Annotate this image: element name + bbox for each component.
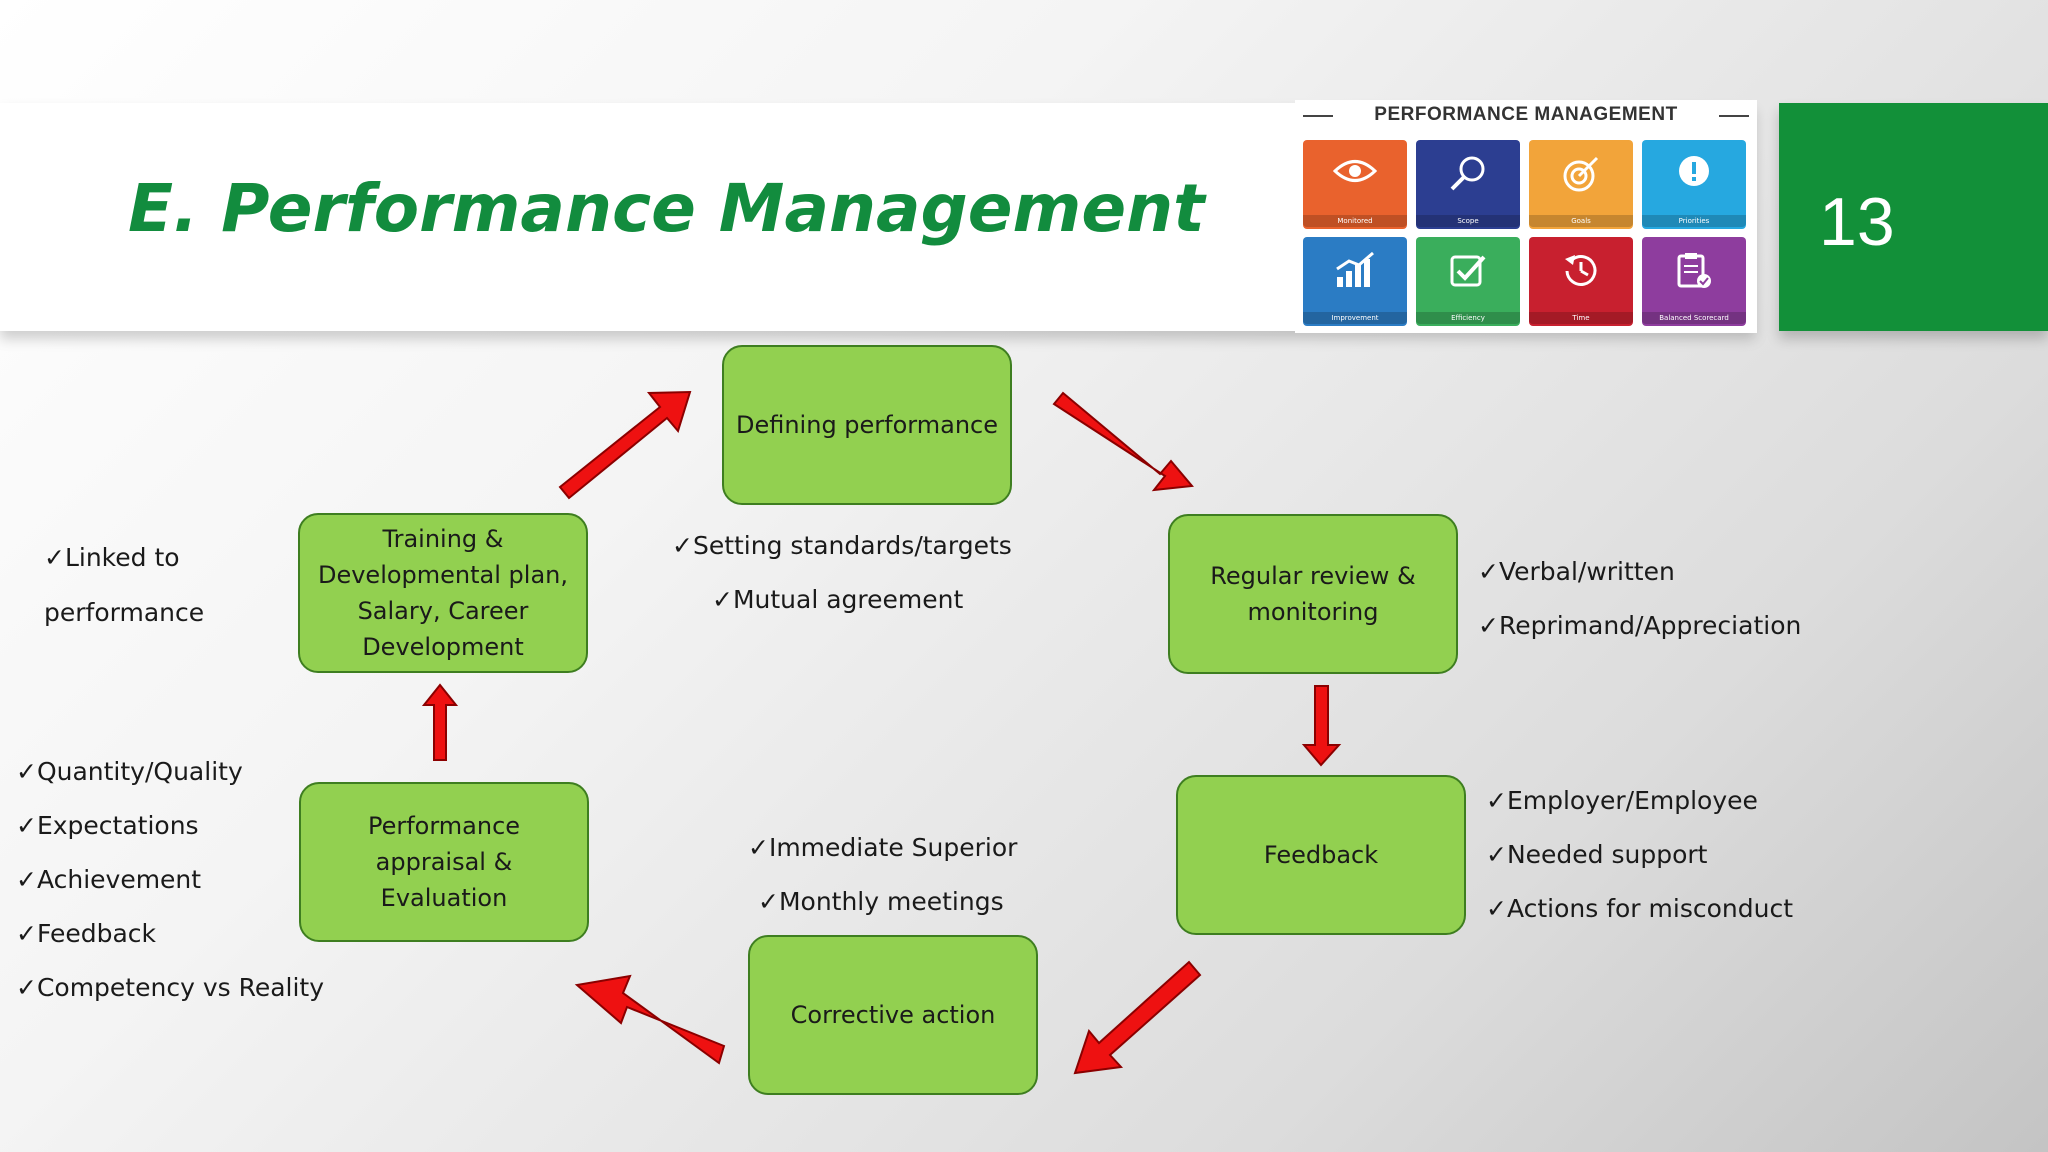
note-feedback: ✓Feedback <box>16 919 157 948</box>
clipboard-icon <box>1677 253 1711 288</box>
note-needed-support: ✓Needed support <box>1486 840 1708 869</box>
checkbox-icon <box>1450 255 1486 287</box>
note-monthly-meetings: ✓Monthly meetings <box>758 887 1004 916</box>
tile-priorities: Priorities <box>1642 140 1746 229</box>
alert-head-icon <box>1679 156 1709 186</box>
note-quantity-quality: ✓Quantity/Quality <box>16 757 243 786</box>
box-performance-appraisal: Performance appraisal & Evaluation <box>299 782 589 942</box>
note-expectations: ✓Expectations <box>16 811 199 840</box>
tile-efficiency: Efficiency <box>1416 237 1520 326</box>
bar-chart-icon <box>1336 251 1374 287</box>
note-linked-to: ✓Linked to <box>44 543 180 572</box>
note-mutual-agreement: ✓Mutual agreement <box>712 585 964 614</box>
arrow-defining-to-review <box>1052 391 1194 492</box>
tile-caption: Scope <box>1416 215 1520 227</box>
tile-caption: Monitored <box>1303 215 1407 227</box>
slide-number: 13 <box>1819 184 1895 260</box>
note-reprimand-appreciation: ✓Reprimand/Appreciation <box>1478 611 1802 640</box>
tile-caption: Balanced Scorecard <box>1642 312 1746 324</box>
tile-caption: Priorities <box>1642 215 1746 227</box>
box-defining-performance: Defining performance <box>722 345 1012 505</box>
note-achievement: ✓Achievement <box>16 865 202 894</box>
tile-monitored: Monitored <box>1303 140 1407 229</box>
arrow-training-to-defining <box>558 390 692 500</box>
performance-management-image: PERFORMANCE MANAGEMENT Monitored Scope G… <box>1295 100 1757 333</box>
note-immediate-superior: ✓Immediate Superior <box>748 833 1018 862</box>
tile-caption: Goals <box>1529 215 1633 227</box>
tile-caption: Improvement <box>1303 312 1407 324</box>
tile-caption: Efficiency <box>1416 312 1520 324</box>
box-training-development: Training & Developmental plan, Salary, C… <box>298 513 588 673</box>
tile-goals: Goals <box>1529 140 1633 229</box>
arrow-corrective-to-appraisal <box>574 974 726 1065</box>
arrow-feedback-to-corrective <box>1073 960 1202 1075</box>
tile-balanced-scorecard: Balanced Scorecard <box>1642 237 1746 326</box>
box-regular-review: Regular review & monitoring <box>1168 514 1458 674</box>
tile-scope: Scope <box>1416 140 1520 229</box>
note-setting-standards: ✓Setting standards/targets <box>672 531 1012 560</box>
tile-improvement: Improvement <box>1303 237 1407 326</box>
arrow-appraisal-to-training <box>421 683 459 761</box>
arrow-review-to-feedback <box>1301 685 1342 767</box>
tile-caption: Time <box>1529 312 1633 324</box>
clock-icon <box>1565 255 1597 286</box>
note-performance: performance <box>44 598 205 627</box>
slide-title: E. Performance Management <box>128 170 1205 247</box>
box-corrective-action: Corrective action <box>748 935 1038 1095</box>
slide-number-box: 13 <box>1779 103 2048 331</box>
magnifier-icon <box>1450 156 1485 191</box>
banner-rule-right <box>1719 115 1749 117</box>
tile-time: Time <box>1529 237 1633 326</box>
note-verbal-written: ✓Verbal/written <box>1478 557 1675 586</box>
note-actions-misconduct: ✓Actions for misconduct <box>1486 894 1794 923</box>
note-competency-vs-reality: ✓Competency vs Reality <box>16 973 325 1002</box>
image-banner: PERFORMANCE MANAGEMENT <box>1374 104 1678 125</box>
eye-icon <box>1333 160 1377 182</box>
banner-rule-left <box>1303 115 1333 117</box>
target-icon <box>1563 156 1599 192</box>
note-employer-employee: ✓Employer/Employee <box>1486 786 1758 815</box>
box-feedback: Feedback <box>1176 775 1466 935</box>
